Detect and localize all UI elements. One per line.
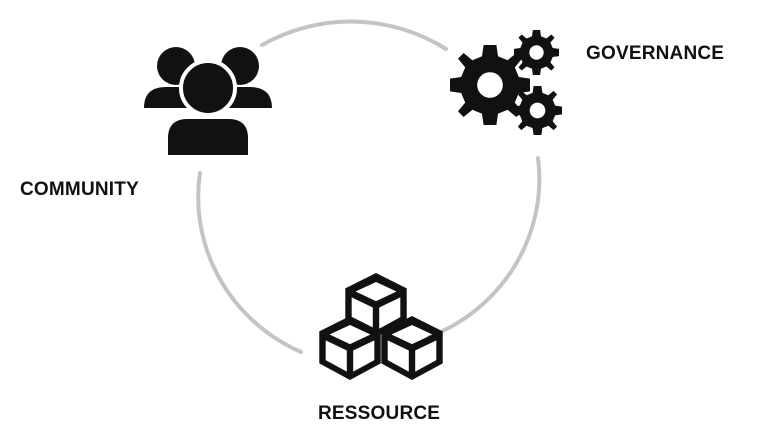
resource-label: RESSOURCE (318, 403, 441, 424)
ring-arc-top (260, 19, 448, 51)
governance-label: GOVERNANCE (586, 43, 725, 64)
ring-arc-right (427, 156, 542, 339)
ring-arc-left (196, 171, 303, 354)
gears-icon (450, 30, 562, 135)
people-group-icon (144, 47, 272, 159)
cubes-icon (319, 273, 443, 380)
cycle-ring (196, 19, 542, 354)
community-label: COMMUNITY (20, 179, 139, 200)
